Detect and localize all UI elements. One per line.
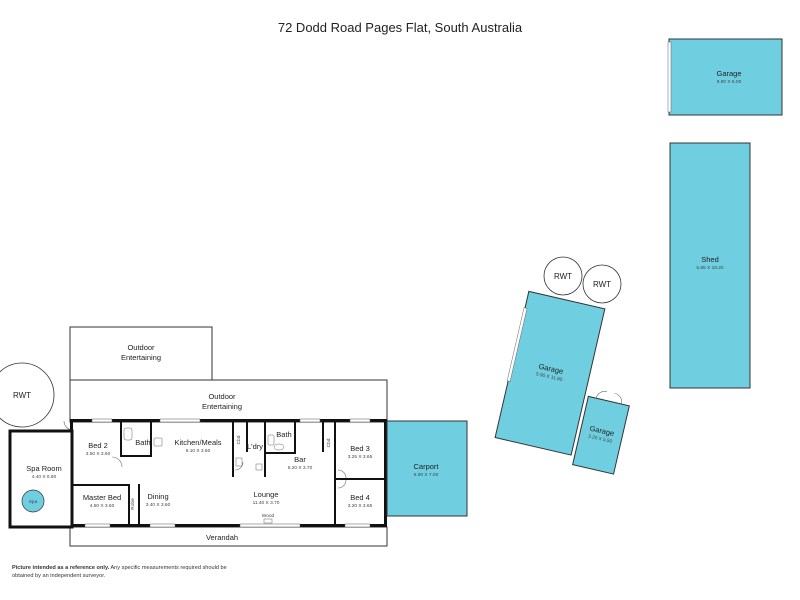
bar-label: Bar bbox=[294, 455, 306, 464]
bed2-dim: 3.50 X 3.60 bbox=[86, 451, 111, 457]
rwt-tank-mid1 bbox=[543, 256, 583, 296]
garage-top-dim: 8.90 X 6.00 bbox=[717, 79, 742, 85]
carport-label: Carport bbox=[413, 462, 439, 471]
lounge-label: Lounge bbox=[253, 490, 278, 499]
ldry-label: L'dry bbox=[247, 442, 263, 451]
bed3-label: Bed 3 bbox=[350, 444, 370, 453]
wood-heater-label: Wood bbox=[262, 513, 275, 519]
bath2-label: Bath bbox=[276, 430, 291, 439]
disclaimer-rest: Any specific measurements required shoul… bbox=[12, 565, 227, 579]
outdoor-entertaining-lower-label1: Outdoor bbox=[208, 392, 236, 401]
cbd2-label: Cbd bbox=[326, 438, 332, 447]
rwt-tank-mid2-label: RWT bbox=[593, 280, 611, 289]
garage-top-door bbox=[667, 41, 672, 113]
spa-tub bbox=[21, 489, 45, 513]
rwt-tank-left-label: RWT bbox=[13, 391, 31, 400]
garage-top bbox=[668, 38, 783, 116]
spa-room bbox=[8, 429, 74, 529]
shed bbox=[669, 142, 751, 389]
rwt-tank-mid2 bbox=[582, 264, 622, 304]
plan-title: 72 Dodd Road Pages Flat, South Australia bbox=[277, 20, 523, 35]
carport bbox=[386, 420, 468, 517]
kitchen-label: Kitchen/Meals bbox=[174, 438, 221, 447]
spa-label: Spa bbox=[29, 499, 38, 505]
master-bed-label: Master Bed bbox=[83, 493, 121, 502]
outdoor-entertaining-upper bbox=[69, 326, 213, 381]
bar-dim: 5.20 X 3.70 bbox=[288, 465, 313, 471]
garage-large-group: Garage 5.90 X 11.80 bbox=[494, 290, 606, 456]
garage-small-doors bbox=[595, 390, 623, 405]
outdoor-entertaining-lower bbox=[69, 379, 388, 423]
kitchen-dim: 6.10 X 3.60 bbox=[186, 448, 211, 454]
outdoor-entertaining-upper-label2: Entertaining bbox=[121, 353, 161, 362]
garage-large-dim: 5.90 X 11.80 bbox=[535, 371, 563, 383]
bath1-label: Bath bbox=[135, 438, 150, 447]
disclaimer-lead: Picture intended as a reference only. bbox=[12, 565, 110, 571]
master-bed-dim: 4.50 X 3.60 bbox=[90, 503, 115, 509]
spa-room-label: Spa Room bbox=[26, 464, 61, 473]
house-walls bbox=[70, 419, 387, 527]
shed-label: Shed bbox=[701, 255, 719, 264]
dining-dim: 3.40 X 3.60 bbox=[146, 502, 171, 508]
lounge-dim: 11.40 X 3.70 bbox=[253, 500, 280, 506]
outdoor-entertaining-lower-label2: Entertaining bbox=[202, 402, 242, 411]
garage-top-label: Garage bbox=[716, 69, 741, 78]
spa-room-dim: 4.40 X 6.80 bbox=[32, 474, 57, 480]
windows bbox=[84, 418, 371, 528]
verandah-label: Verandah bbox=[206, 533, 238, 542]
garage-small-group: Garage 3.20 X 5.50 bbox=[572, 390, 630, 475]
bed4-label: Bed 4 bbox=[350, 493, 370, 502]
garage-large-door bbox=[506, 307, 528, 382]
carport-dim: 6.00 X 7.00 bbox=[414, 472, 439, 478]
cbd1-label: Cbd bbox=[236, 435, 242, 444]
rwt-tank-mid1-label: RWT bbox=[554, 272, 572, 281]
doors bbox=[63, 420, 347, 489]
robe-label: Robe bbox=[130, 498, 136, 510]
bed4-dim: 3.20 X 3.65 bbox=[348, 503, 373, 509]
outdoor-entertaining-upper-label1: Outdoor bbox=[127, 343, 155, 352]
rwt-tank-left bbox=[0, 362, 55, 428]
bath-fixtures bbox=[123, 427, 285, 471]
bed3-dim: 3.25 X 3.65 bbox=[348, 454, 373, 460]
dining-label: Dining bbox=[147, 492, 168, 501]
bed2-label: Bed 2 bbox=[88, 441, 108, 450]
shed-dim: 5.85 X 18.20 bbox=[696, 265, 724, 271]
disclaimer: Picture intended as a reference only. An… bbox=[12, 564, 242, 580]
garage-small-dim: 3.20 X 5.50 bbox=[587, 433, 613, 444]
garage-small bbox=[572, 395, 630, 475]
wood-heater bbox=[263, 518, 273, 524]
